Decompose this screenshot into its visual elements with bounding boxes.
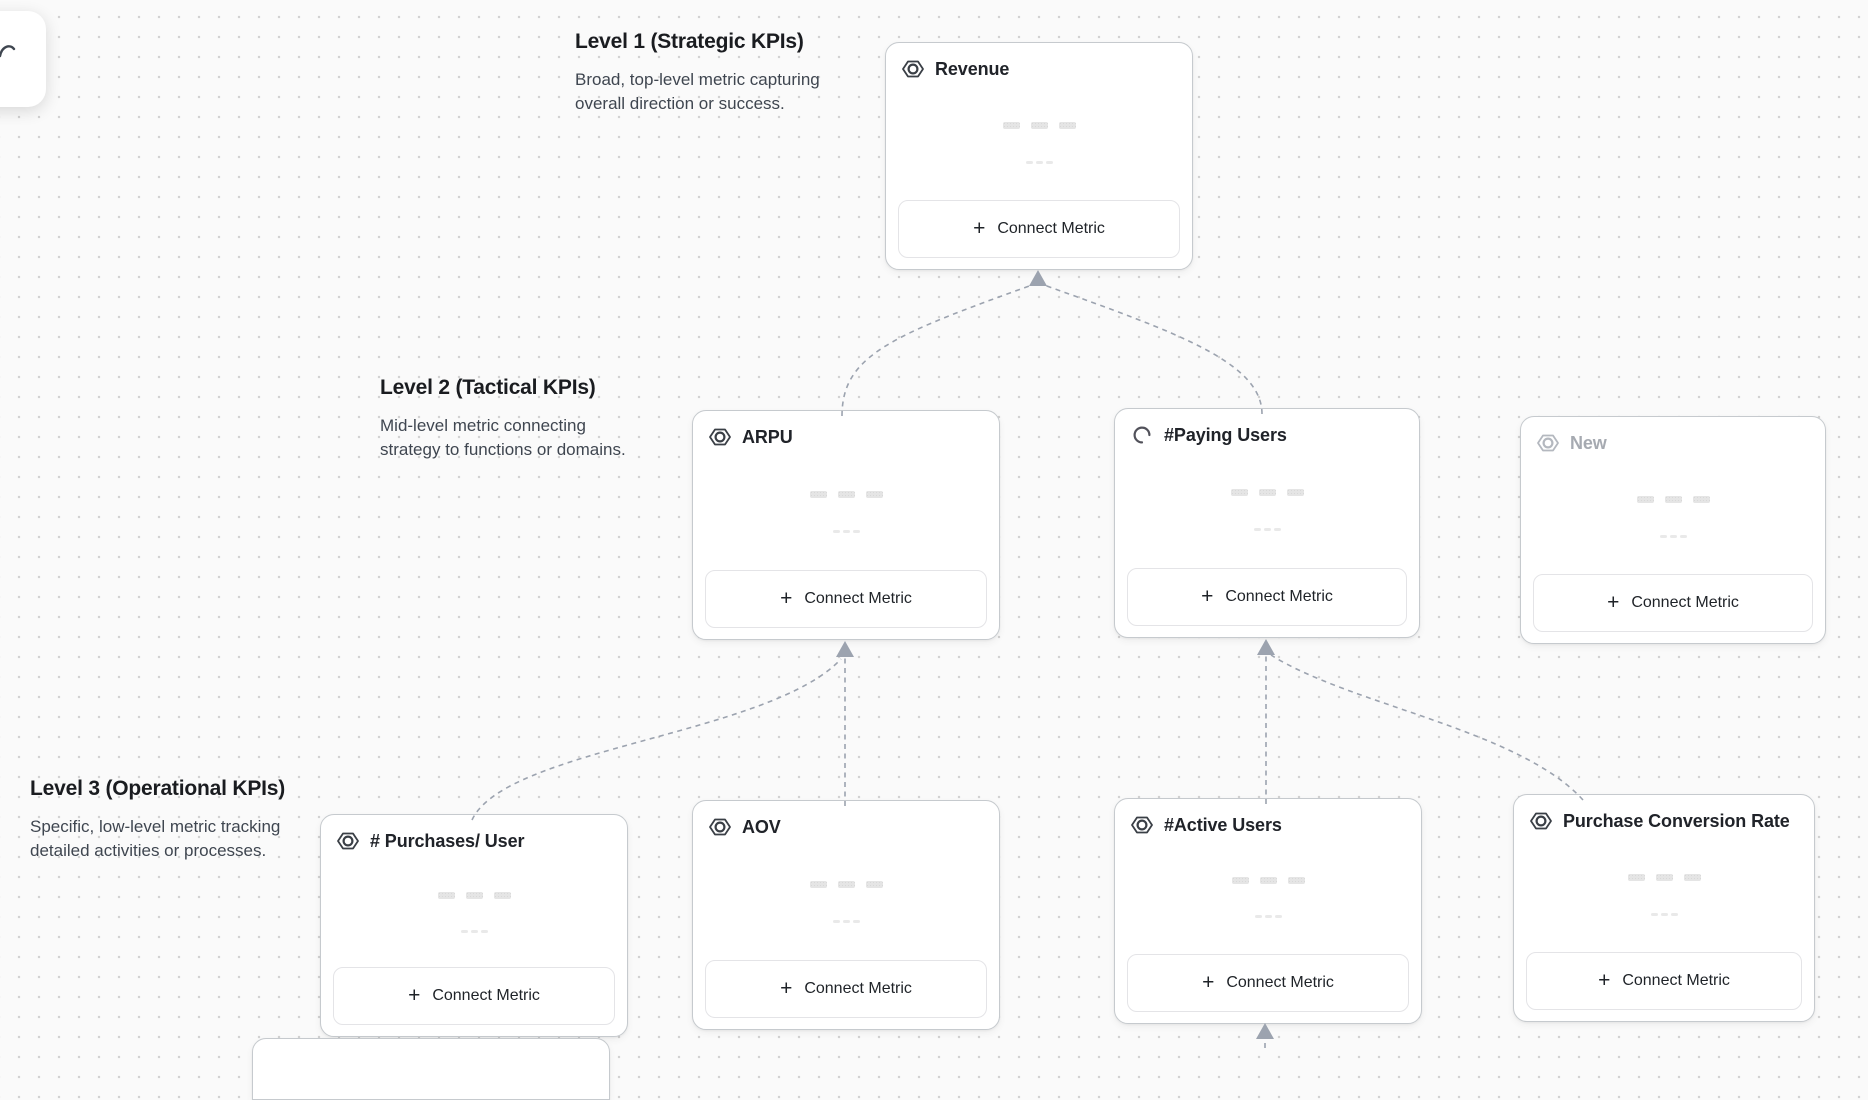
- card-title: Revenue: [935, 58, 1010, 79]
- plus-icon: +: [780, 586, 793, 610]
- metric-hexagon-icon: [1130, 813, 1154, 837]
- arrowhead-into-arpu: [836, 641, 854, 657]
- arrowhead-into-active-users: [1256, 1023, 1274, 1039]
- skeleton-bars: [1521, 496, 1825, 504]
- connect-metric-button[interactable]: + Connect Metric: [898, 200, 1180, 258]
- plus-icon: +: [1201, 584, 1214, 608]
- skeleton-dashes: [693, 919, 999, 923]
- card-header: # Purchases/ User: [321, 815, 627, 867]
- metric-card-purchases-per-user[interactable]: # Purchases/ User + Connect Metric: [320, 814, 628, 1037]
- metric-hexagon-icon: [1536, 431, 1560, 455]
- metric-card-arpu[interactable]: ARPU + Connect Metric: [692, 410, 1000, 640]
- connect-metric-button[interactable]: + Connect Metric: [1526, 952, 1802, 1010]
- connect-metric-button[interactable]: + Connect Metric: [1127, 954, 1409, 1012]
- card-title: #Active Users: [1164, 814, 1282, 835]
- card-header: Purchase Conversion Rate: [1514, 795, 1814, 847]
- cursor-tool-icon: [0, 45, 16, 58]
- card-header: Revenue: [886, 43, 1192, 95]
- metric-card-paying-users[interactable]: #Paying Users + Connect Metric: [1114, 408, 1420, 638]
- connect-metric-button[interactable]: + Connect Metric: [1533, 574, 1813, 632]
- card-header: #Paying Users: [1115, 409, 1419, 461]
- metric-hexagon-icon: [1529, 809, 1553, 833]
- connector-arpu-to-revenue: [841, 284, 1033, 417]
- level1-section-label: Level 1 (Strategic KPIs) Broad, top-leve…: [575, 30, 820, 116]
- connect-metric-button[interactable]: + Connect Metric: [705, 960, 987, 1018]
- connect-metric-button[interactable]: + Connect Metric: [1127, 568, 1407, 626]
- skeleton-bars: [693, 490, 999, 498]
- floating-toolbar-partial[interactable]: [0, 11, 46, 107]
- arrowhead-into-paying-users: [1257, 639, 1275, 655]
- connect-metric-label: Connect Metric: [1225, 588, 1333, 605]
- skeleton-dashes: [1521, 534, 1825, 538]
- connect-metric-button[interactable]: + Connect Metric: [333, 967, 615, 1025]
- level2-title: Level 2 (Tactical KPIs): [380, 376, 596, 399]
- metric-card-new[interactable]: New + Connect Metric: [1520, 416, 1826, 644]
- level3-title: Level 3 (Operational KPIs): [30, 777, 286, 800]
- connect-metric-label: Connect Metric: [1226, 974, 1334, 991]
- metric-card-partial[interactable]: [252, 1038, 610, 1100]
- arrowhead-into-revenue: [1029, 270, 1047, 286]
- level2-section-label: Level 2 (Tactical KPIs) Mid-level metric…: [380, 376, 626, 462]
- skeleton-dashes: [321, 929, 627, 933]
- connect-metric-label: Connect Metric: [804, 590, 912, 607]
- card-header: ARPU: [693, 411, 999, 463]
- connect-metric-label: Connect Metric: [432, 987, 540, 1004]
- skeleton-bars: [321, 892, 627, 900]
- level2-description-line1: Mid-level metric connecting: [380, 416, 586, 435]
- level1-description-line1: Broad, top-level metric capturing: [575, 70, 820, 89]
- metric-hexagon-icon: [901, 57, 925, 81]
- connector-pcr-to-paying: [1270, 654, 1584, 801]
- skeleton-dashes: [1115, 527, 1419, 531]
- connect-metric-label: Connect Metric: [804, 980, 912, 997]
- connector-purchases-to-arpu: [471, 658, 842, 821]
- metric-hexagon-icon: [708, 425, 732, 449]
- skeleton-bars: [693, 880, 999, 888]
- plus-icon: +: [1202, 970, 1215, 994]
- level3-description-line2: detailed activities or processes.: [30, 841, 267, 860]
- card-title: AOV: [742, 816, 781, 837]
- metric-card-aov[interactable]: AOV + Connect Metric: [692, 800, 1000, 1030]
- connect-metric-label: Connect Metric: [1631, 594, 1739, 611]
- card-title: # Purchases/ User: [370, 830, 525, 851]
- plus-icon: +: [408, 983, 421, 1007]
- plus-icon: +: [780, 976, 793, 1000]
- level2-description-line2: strategy to functions or domains.: [380, 440, 626, 459]
- card-title: #Paying Users: [1164, 424, 1287, 445]
- skeleton-dashes: [1514, 912, 1814, 916]
- connector-paying-to-revenue: [1043, 284, 1263, 415]
- card-header: New: [1521, 417, 1825, 469]
- metric-card-revenue[interactable]: Revenue + Connect Metric: [885, 42, 1193, 270]
- level1-title: Level 1 (Strategic KPIs): [575, 30, 804, 53]
- card-title: New: [1570, 432, 1607, 453]
- skeleton-bars: [886, 122, 1192, 130]
- metric-card-purchase-conversion-rate[interactable]: Purchase Conversion Rate + Connect Metri…: [1513, 794, 1815, 1022]
- plus-icon: +: [1607, 590, 1620, 614]
- connect-metric-button[interactable]: + Connect Metric: [705, 570, 987, 628]
- skeleton-bars: [1514, 874, 1814, 882]
- card-header: AOV: [693, 801, 999, 853]
- metric-card-active-users[interactable]: #Active Users + Connect Metric: [1114, 798, 1422, 1024]
- skeleton-dashes: [693, 529, 999, 533]
- connect-metric-label: Connect Metric: [1622, 972, 1730, 989]
- card-title: ARPU: [742, 426, 793, 447]
- plus-icon: +: [973, 216, 986, 240]
- skeleton-dashes: [886, 160, 1192, 164]
- plus-icon: +: [1598, 968, 1611, 992]
- level3-section-label: Level 3 (Operational KPIs) Specific, low…: [30, 777, 285, 863]
- metric-hexagon-icon: [336, 829, 360, 853]
- skeleton-bars: [1115, 877, 1421, 885]
- level1-description-line2: overall direction or success.: [575, 94, 785, 113]
- skeleton-dashes: [1115, 915, 1421, 919]
- card-title: Purchase Conversion Rate: [1563, 810, 1790, 831]
- card-header: #Active Users: [1115, 799, 1421, 851]
- metric-hexagon-icon: [708, 815, 732, 839]
- level3-description-line1: Specific, low-level metric tracking: [30, 817, 281, 836]
- skeleton-bars: [1115, 488, 1419, 496]
- connect-metric-label: Connect Metric: [997, 220, 1105, 237]
- loading-spinner-icon: [1130, 423, 1154, 447]
